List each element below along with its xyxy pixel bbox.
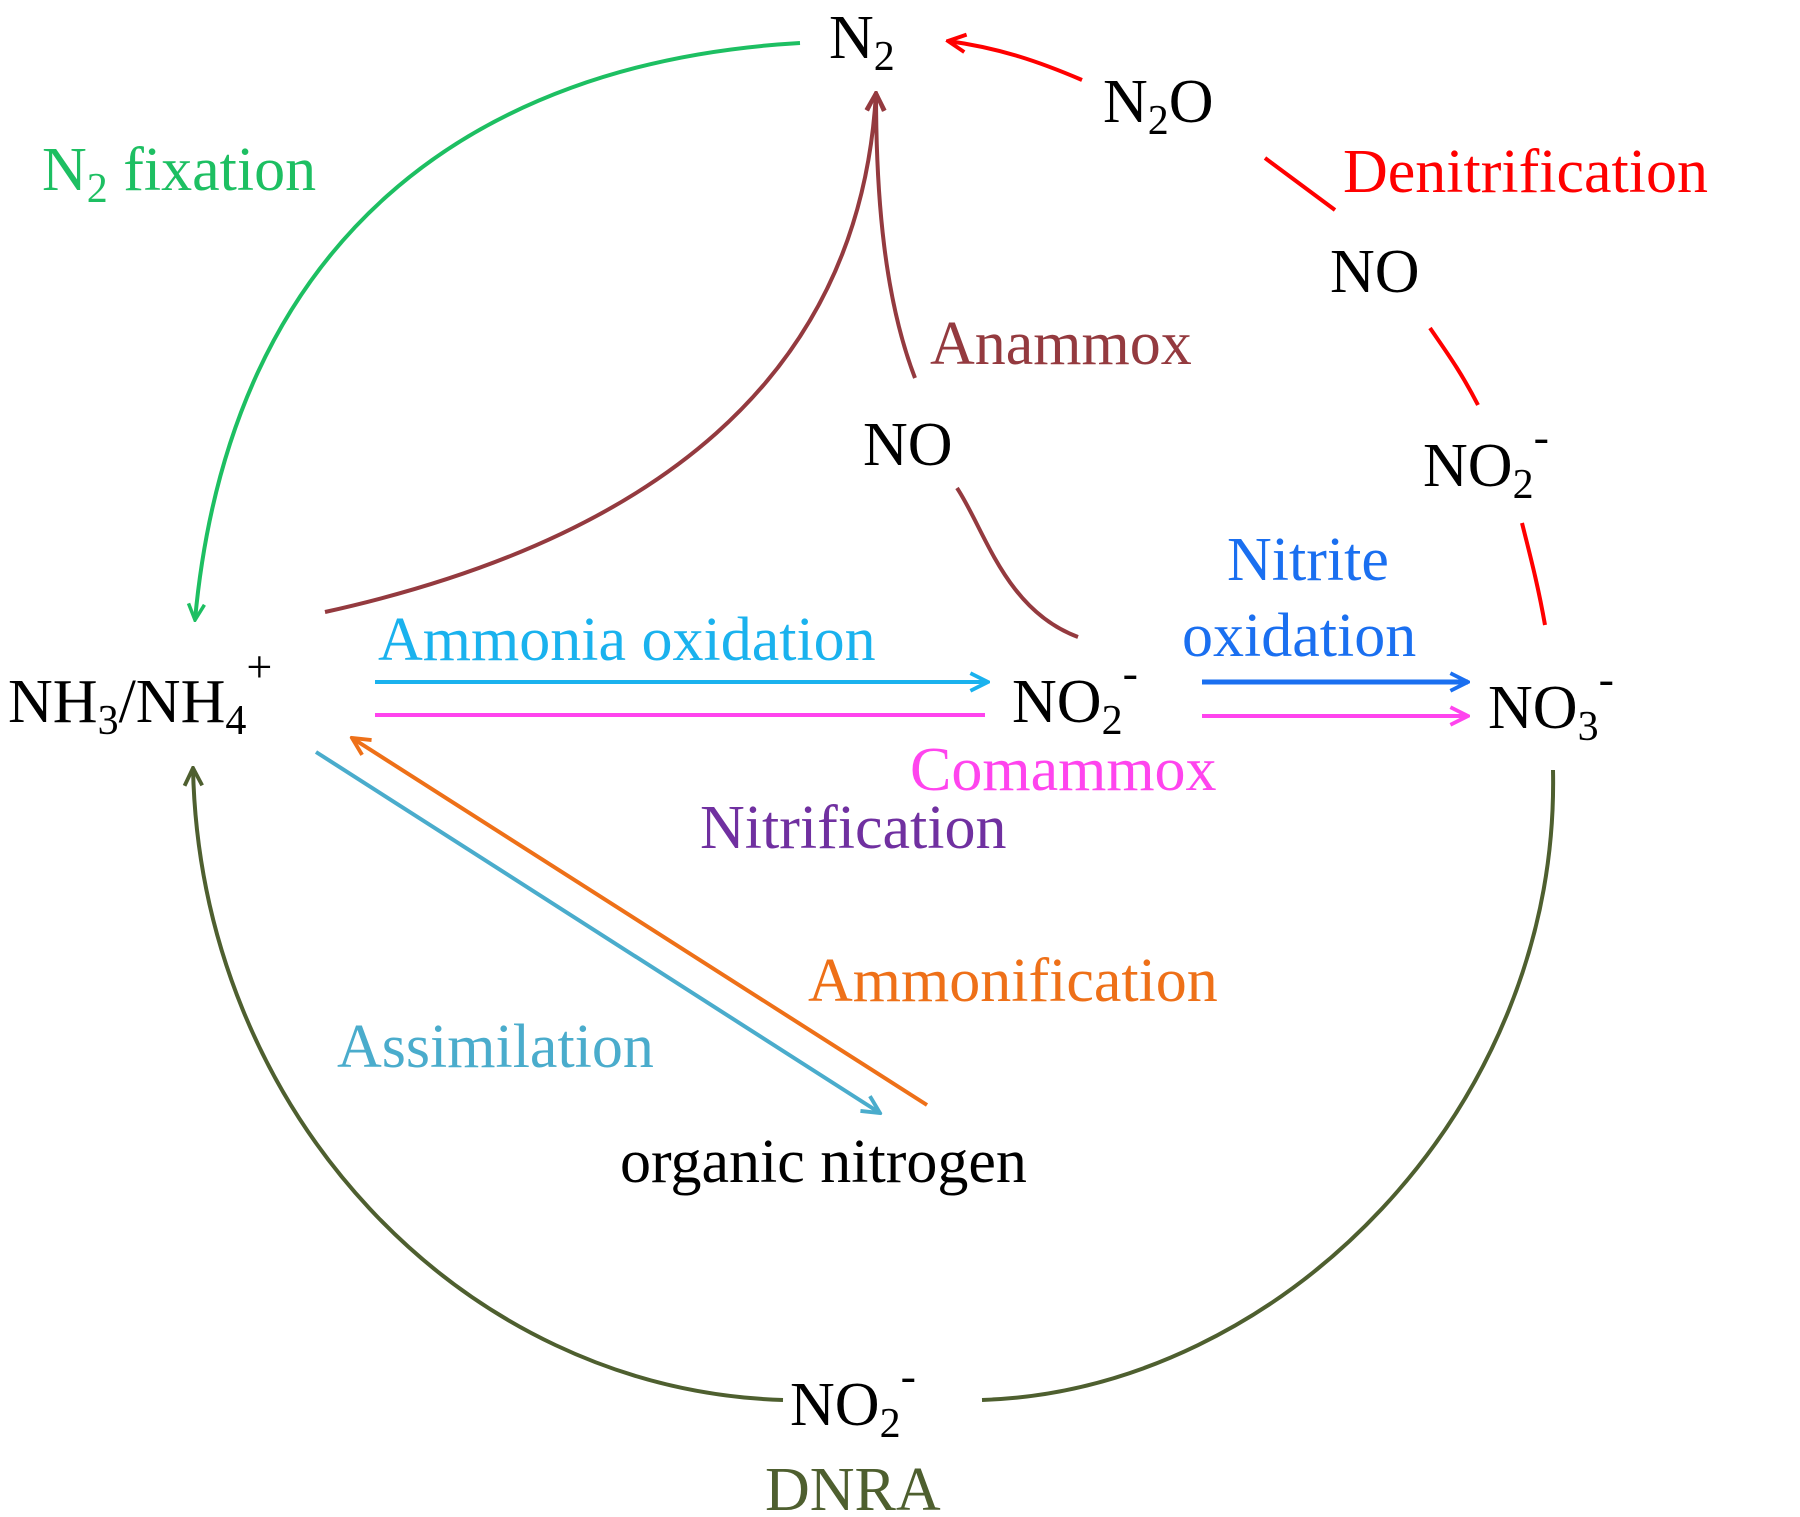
species-n2: N2 <box>829 4 895 80</box>
anammox-segment-no2-to-no <box>955 486 1079 639</box>
anammox-arrow-no-to-n2 <box>876 93 917 379</box>
species-no2-central: NO2- <box>1012 647 1138 744</box>
label-nitrification: Nitrification <box>700 794 1006 862</box>
species-no-anammox: NO <box>863 411 953 479</box>
label-denitrification: Denitrification <box>1343 138 1708 206</box>
species-nh3-nh4: NH3/NH4+ <box>8 641 272 744</box>
denitrification-segment-no2-to-no <box>1428 326 1480 406</box>
assimilation-arrow <box>314 750 880 1113</box>
label-comammox: Comammox <box>910 736 1217 804</box>
denitrification-arrow-n2o-to-n2 <box>948 41 1083 82</box>
label-ammonification: Ammonification <box>808 947 1218 1015</box>
species-no2-dnra: NO2- <box>790 1350 916 1447</box>
label-ammonia-oxidation: Ammonia oxidation <box>378 606 876 674</box>
label-nitrite-oxidation-line2: oxidation <box>1182 602 1416 670</box>
species-no3: NO3- <box>1488 653 1614 750</box>
denitrification-segment-no-to-n2o <box>1263 156 1337 212</box>
dnra-arrow-no2-to-nh4 <box>193 768 784 1402</box>
ammonification-arrow <box>352 738 929 1107</box>
dnra-segment-no3-to-no2 <box>981 769 1556 1402</box>
n2-fixation-arrow <box>195 41 801 620</box>
species-no-denitrification: NO <box>1330 238 1420 306</box>
anammox-arrow-nh4-to-n2 <box>324 93 876 614</box>
label-anammox: Anammox <box>930 310 1192 378</box>
species-organic-nitrogen: organic nitrogen <box>620 1128 1027 1196</box>
label-assimilation: Assimilation <box>337 1013 654 1081</box>
species-n2o: N2O <box>1103 68 1214 144</box>
label-nitrite-oxidation-line1: Nitrite <box>1227 526 1389 594</box>
denitrification-segment-no3-to-no2 <box>1520 522 1547 626</box>
label-dnra: DNRA <box>765 1456 941 1517</box>
label-n2-fixation: N2 fixation <box>42 136 316 212</box>
species-no2-denitrification: NO2- <box>1423 411 1549 508</box>
